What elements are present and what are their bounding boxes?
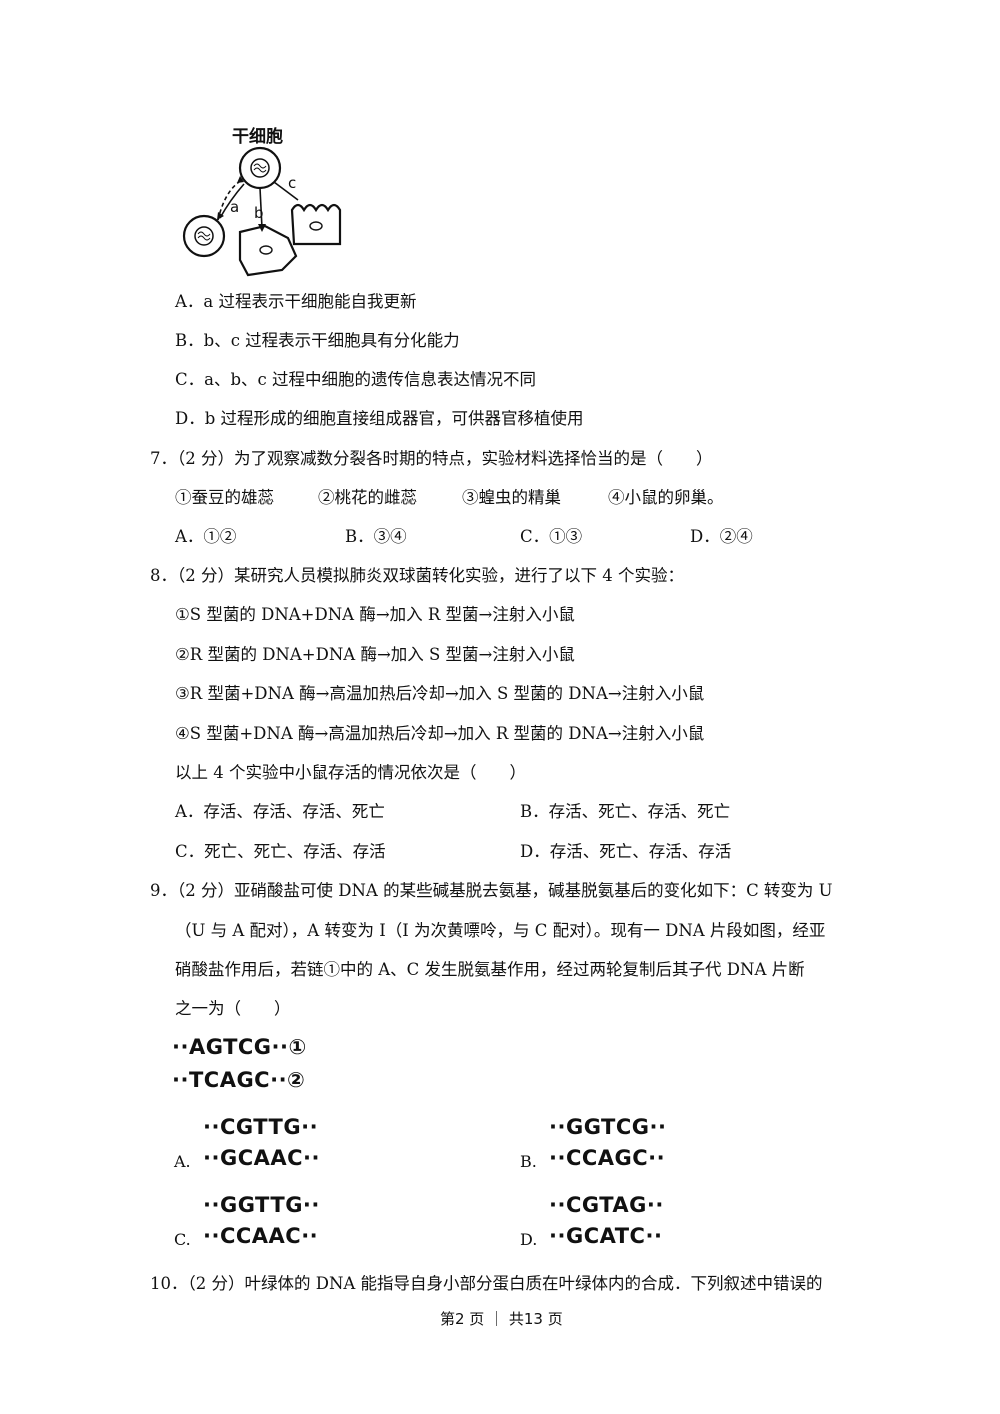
figure-title: 干细胞 [232,126,283,147]
page-footer: 第2 页 ｜ 共13 页 [440,1310,563,1328]
nucleus-texture [253,163,267,173]
q9-option-d-top: ··CGTAG·· [549,1193,664,1217]
q7-option-c[interactable]: C．①③ [520,527,583,546]
q7-stem: 7．（2 分）为了观察减数分裂各时期的特点，实验材料选择恰当的是（ ） [150,449,713,468]
q7-material-1: ①蚕豆的雄蕊 [175,488,274,507]
new-stem-cell [182,214,226,258]
differentiated-cell-b-nucleus [259,245,273,255]
q7-material-3: ③蝗虫的精巢 [462,488,561,507]
q9-option-a-top: ··CGTTG·· [203,1115,319,1139]
q8-stem: 8．（2 分）某研究人员模拟肺炎双球菌转化实验，进行了以下 4 个实验： [150,566,684,585]
q9-option-b-label[interactable]: B. [520,1152,537,1171]
q8-option-b[interactable]: B．存活、死亡、存活、死亡 [520,802,731,821]
q7-option-b[interactable]: B．③④ [345,527,407,546]
q9-option-c-label[interactable]: C. [174,1230,191,1249]
q8-experiment-1: ①S 型菌的 DNA+DNA 酶→加入 R 型菌→注射入小鼠 [175,605,575,624]
q6-option-c[interactable]: C．a、b、c 过程中细胞的遗传信息表达情况不同 [175,370,537,389]
q8-experiment-2: ②R 型菌的 DNA+DNA 酶→加入 S 型菌→注射入小鼠 [175,645,575,664]
q6-option-a[interactable]: A．a 过程表示干细胞能自我更新 [175,292,417,311]
q9-option-b-bottom: ··CCAGC·· [549,1146,666,1170]
q9-stem-line-1: 9．（2 分）亚硝酸盐可使 DNA 的某些碱基脱去氨基，碱基脱氨基后的变化如下：… [150,881,833,900]
q9-option-c-bottom: ··CCAAC·· [203,1224,319,1248]
q7-option-a[interactable]: A．①② [175,527,237,546]
q9-stem-line-4: 之一为（ ） [175,999,291,1018]
q9-strand-2: ··TCAGC··② [172,1068,306,1092]
q9-option-a-bottom: ··GCAAC·· [203,1146,320,1170]
q8-question: 以上 4 个实验中小鼠存活的情况依次是（ ） [175,763,526,782]
q8-experiment-4: ④S 型菌+DNA 酶→高温加热后冷却→加入 R 型菌的 DNA→注射入小鼠 [175,724,705,743]
stem-cell-figure: 干细胞 a b c [170,120,350,280]
q10-stem: 10．（2 分）叶绿体的 DNA 能指导自身小部分蛋白质在叶绿体内的合成．下列叙… [150,1274,823,1293]
differentiated-cell-c-nucleus [309,221,323,231]
stem-cell-diagram: 干细胞 a b c [182,126,342,277]
arrow-a-head [237,176,244,183]
label-c: c [288,174,296,192]
differentiated-cell-b [238,224,298,277]
q8-experiment-3: ③R 型菌+DNA 酶→高温加热后冷却→加入 S 型菌的 DNA→注射入小鼠 [175,684,705,703]
nucleus-texture-2 [197,231,211,241]
q8-option-d[interactable]: D．存活、死亡、存活、存活 [520,842,732,861]
q8-option-c[interactable]: C．死亡、死亡、存活、存活 [175,842,386,861]
differentiated-cell-c [290,203,342,246]
arrow-c [273,181,299,201]
q9-option-c-top: ··GGTTG·· [203,1193,320,1217]
q9-option-a-label[interactable]: A. [174,1152,191,1171]
label-b: b [254,204,264,222]
q7-material-4: ④小鼠的卵巢。 [608,488,724,507]
q6-option-b[interactable]: B．b、c 过程表示干细胞具有分化能力 [175,331,460,350]
q8-option-a[interactable]: A．存活、存活、存活、死亡 [175,802,385,821]
new-stem-cell-nucleus [194,226,214,246]
q9-option-d-bottom: ··GCATC·· [549,1224,663,1248]
q7-material-2: ②桃花的雌蕊 [318,488,417,507]
q9-option-b-top: ··GGTCG·· [549,1115,667,1139]
q9-option-d-label[interactable]: D. [520,1230,538,1249]
q9-stem-line-3: 硝酸盐作用后，若链①中的 A、C 发生脱氨基作用，经过两轮复制后其子代 DNA … [175,960,805,979]
arrow-b [259,187,263,229]
arrow-a-return-head [217,212,224,220]
q9-stem-line-2: （U 与 A 配对），A 转变为 I（I 为次黄嘌呤，与 C 配对）。现有一 D… [175,921,826,940]
q7-option-d[interactable]: D．②④ [690,527,753,546]
q9-strand-1: ··AGTCG··① [172,1035,307,1059]
stem-cell-nucleus [250,158,270,178]
label-a: a [230,198,239,216]
q6-option-d[interactable]: D．b 过程形成的细胞直接组成器官，可供器官移植使用 [175,409,584,428]
